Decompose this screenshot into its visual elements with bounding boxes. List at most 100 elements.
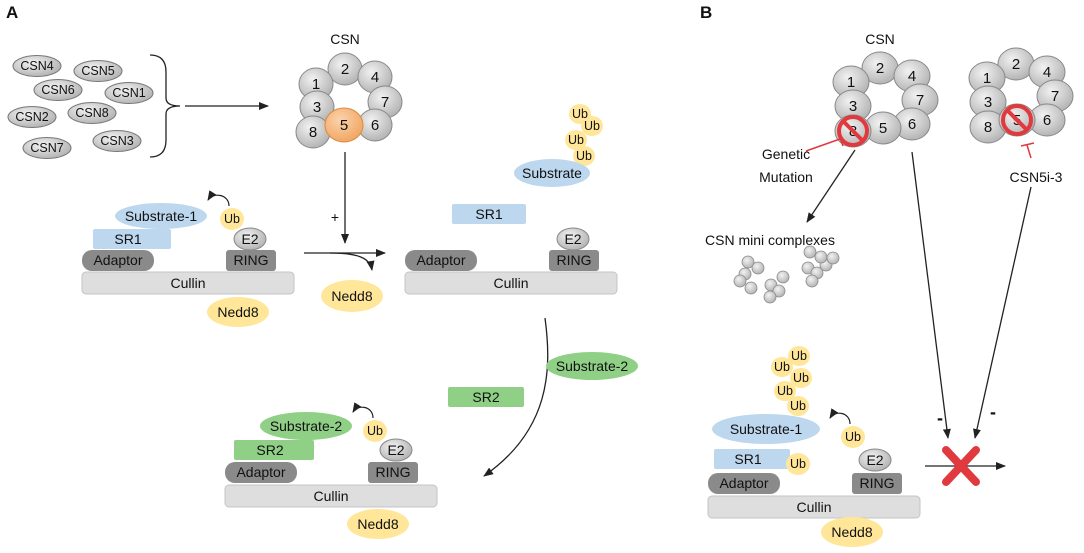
plus-sign: +	[331, 209, 339, 225]
cullin-complex-deneddylated: Cullin Adaptor RING E2 SR1	[404, 204, 618, 295]
ub-label: Ub	[367, 424, 383, 438]
subunit-number: 8	[984, 119, 992, 136]
csn-subunit-label: CSN8	[75, 106, 108, 120]
e2-label: E2	[241, 231, 258, 247]
csn-subunit-label: CSN1	[112, 86, 145, 100]
csn-subunit: CSN6	[33, 79, 83, 101]
released-nedd8	[321, 280, 383, 312]
csn-subunit-label: CSN6	[41, 83, 74, 97]
nedd8-label: Nedd8	[357, 516, 398, 532]
cullin-label: Cullin	[493, 275, 528, 291]
csn-subunit-label: CSN7	[30, 141, 63, 155]
adaptor-label: Adaptor	[93, 252, 142, 268]
ub-label: Ub	[790, 399, 806, 413]
prohibited-icon	[1001, 104, 1033, 136]
subunit-number: 2	[1012, 56, 1020, 73]
csn-subunit: CSN5	[73, 60, 123, 82]
subunit-number: 1	[312, 76, 320, 93]
cullin-complex-substrate2: Cullin Adaptor RING E2 SR2 Substrate-2 U…	[224, 402, 438, 539]
sr2-label: SR2	[256, 442, 283, 458]
subunit-number: 4	[908, 68, 916, 85]
csn-subunit: CSN1	[104, 82, 154, 104]
ub-label: Ub	[576, 149, 592, 163]
csn-subunit: CSN4	[12, 55, 62, 77]
ub-label: Ub	[791, 349, 807, 363]
sr1-label: SR1	[114, 231, 141, 247]
ring-label: RING	[557, 252, 592, 268]
block-arrow-inhibitor	[973, 186, 1032, 439]
ub-label: Ub	[845, 430, 861, 444]
released-nedd8-label: Nedd8	[331, 288, 372, 304]
mini-complex-arrow	[806, 149, 856, 223]
subunit-number: 1	[847, 74, 855, 91]
cullin-complex-neddylated: Cullin Adaptor RING E2 SR1 Substrate-1 U…	[81, 190, 295, 327]
subunit-number: 6	[371, 117, 379, 134]
subunit-number: 6	[908, 116, 916, 133]
e2-label: E2	[866, 452, 883, 468]
blocked-x-icon	[942, 446, 980, 486]
csn-subunit-label: CSN3	[100, 134, 133, 148]
csn-subunit: CSN8	[67, 102, 117, 124]
inhibitor-label: CSN5i-3	[1010, 169, 1063, 185]
csn-subunit: CSN7	[22, 137, 72, 159]
mini-complexes-label: CSN mini complexes	[705, 232, 835, 248]
subunit-number: 3	[313, 99, 321, 116]
inhibitor-bar	[1026, 144, 1032, 159]
panel-b-label: B	[700, 3, 712, 22]
csn-subunit-label: CSN4	[20, 59, 53, 73]
exchange-arrow	[483, 317, 549, 477]
subunit-number: 2	[876, 60, 884, 77]
subunit-number: 3	[984, 94, 992, 111]
subunit-number: 7	[916, 92, 924, 109]
free-sr2-label: SR2	[472, 389, 499, 405]
subunit-number: 1	[983, 70, 991, 87]
minus-sign-right: -	[990, 402, 996, 422]
subunit-number: 7	[1051, 88, 1059, 105]
released-substrate: Ub Ub Ub Ub Substrate	[514, 104, 603, 187]
minus-sign-left: -	[937, 408, 943, 428]
mutation-label: Mutation	[759, 169, 813, 185]
grouping-bracket	[149, 54, 181, 158]
ub-label: Ub	[793, 371, 809, 385]
genetic-label: Genetic	[762, 146, 810, 162]
mini-complexes	[733, 245, 840, 304]
ub-label: Ub	[224, 212, 240, 226]
ub-label: Ub	[572, 107, 588, 121]
subunit-number: 4	[1043, 64, 1051, 81]
ub-label: Ub	[584, 119, 600, 133]
ub-label: Ub	[568, 133, 584, 147]
ring-label: RING	[860, 475, 895, 491]
substrate2-label: Substrate-2	[270, 418, 343, 434]
subunit-number: 8	[309, 124, 317, 141]
ring-label: RING	[376, 464, 411, 480]
ub-label: Ub	[774, 360, 790, 374]
ub-label: Ub	[777, 384, 793, 398]
adaptor-label: Adaptor	[719, 475, 768, 491]
adaptor-label: Adaptor	[416, 252, 465, 268]
e2-label: E2	[387, 442, 404, 458]
substrate-label: Substrate	[522, 165, 582, 181]
sr1-label: SR1	[475, 206, 502, 222]
nedd8-label: Nedd8	[217, 304, 258, 320]
csn-subunit-label: CSN5	[81, 64, 114, 78]
panel-a-label: A	[6, 3, 18, 22]
csn-subunit-label: CSN2	[15, 110, 48, 124]
adaptor-label: Adaptor	[236, 464, 285, 480]
csn-subunit: CSN3	[92, 130, 142, 152]
cullin-complex-blocked: Cullin Adaptor RING E2 SR1 Substrate-1 U…	[707, 346, 921, 547]
ub-label: Ub	[790, 457, 806, 471]
inhibition-bar	[805, 138, 841, 152]
nedd8-label: Nedd8	[831, 524, 872, 540]
subunit-number: 6	[1043, 112, 1051, 129]
csn-complex-inhibited: 1 2 3 4 5 6 7 8	[968, 47, 1074, 144]
sr1-label: SR1	[734, 451, 761, 467]
ring-label: RING	[234, 252, 269, 268]
substrate1-label: Substrate-1	[125, 208, 198, 224]
cullin-label: Cullin	[313, 488, 348, 504]
prohibited-icon	[837, 115, 869, 147]
cullin-label: Cullin	[170, 275, 205, 291]
csn-subunit-list: CSN4 CSN5 CSN6 CSN1 CSN2 CSN8 CSN7 CSN3	[7, 55, 154, 159]
csn-subunit: CSN2	[7, 106, 57, 128]
subunit-number: 7	[381, 94, 389, 111]
